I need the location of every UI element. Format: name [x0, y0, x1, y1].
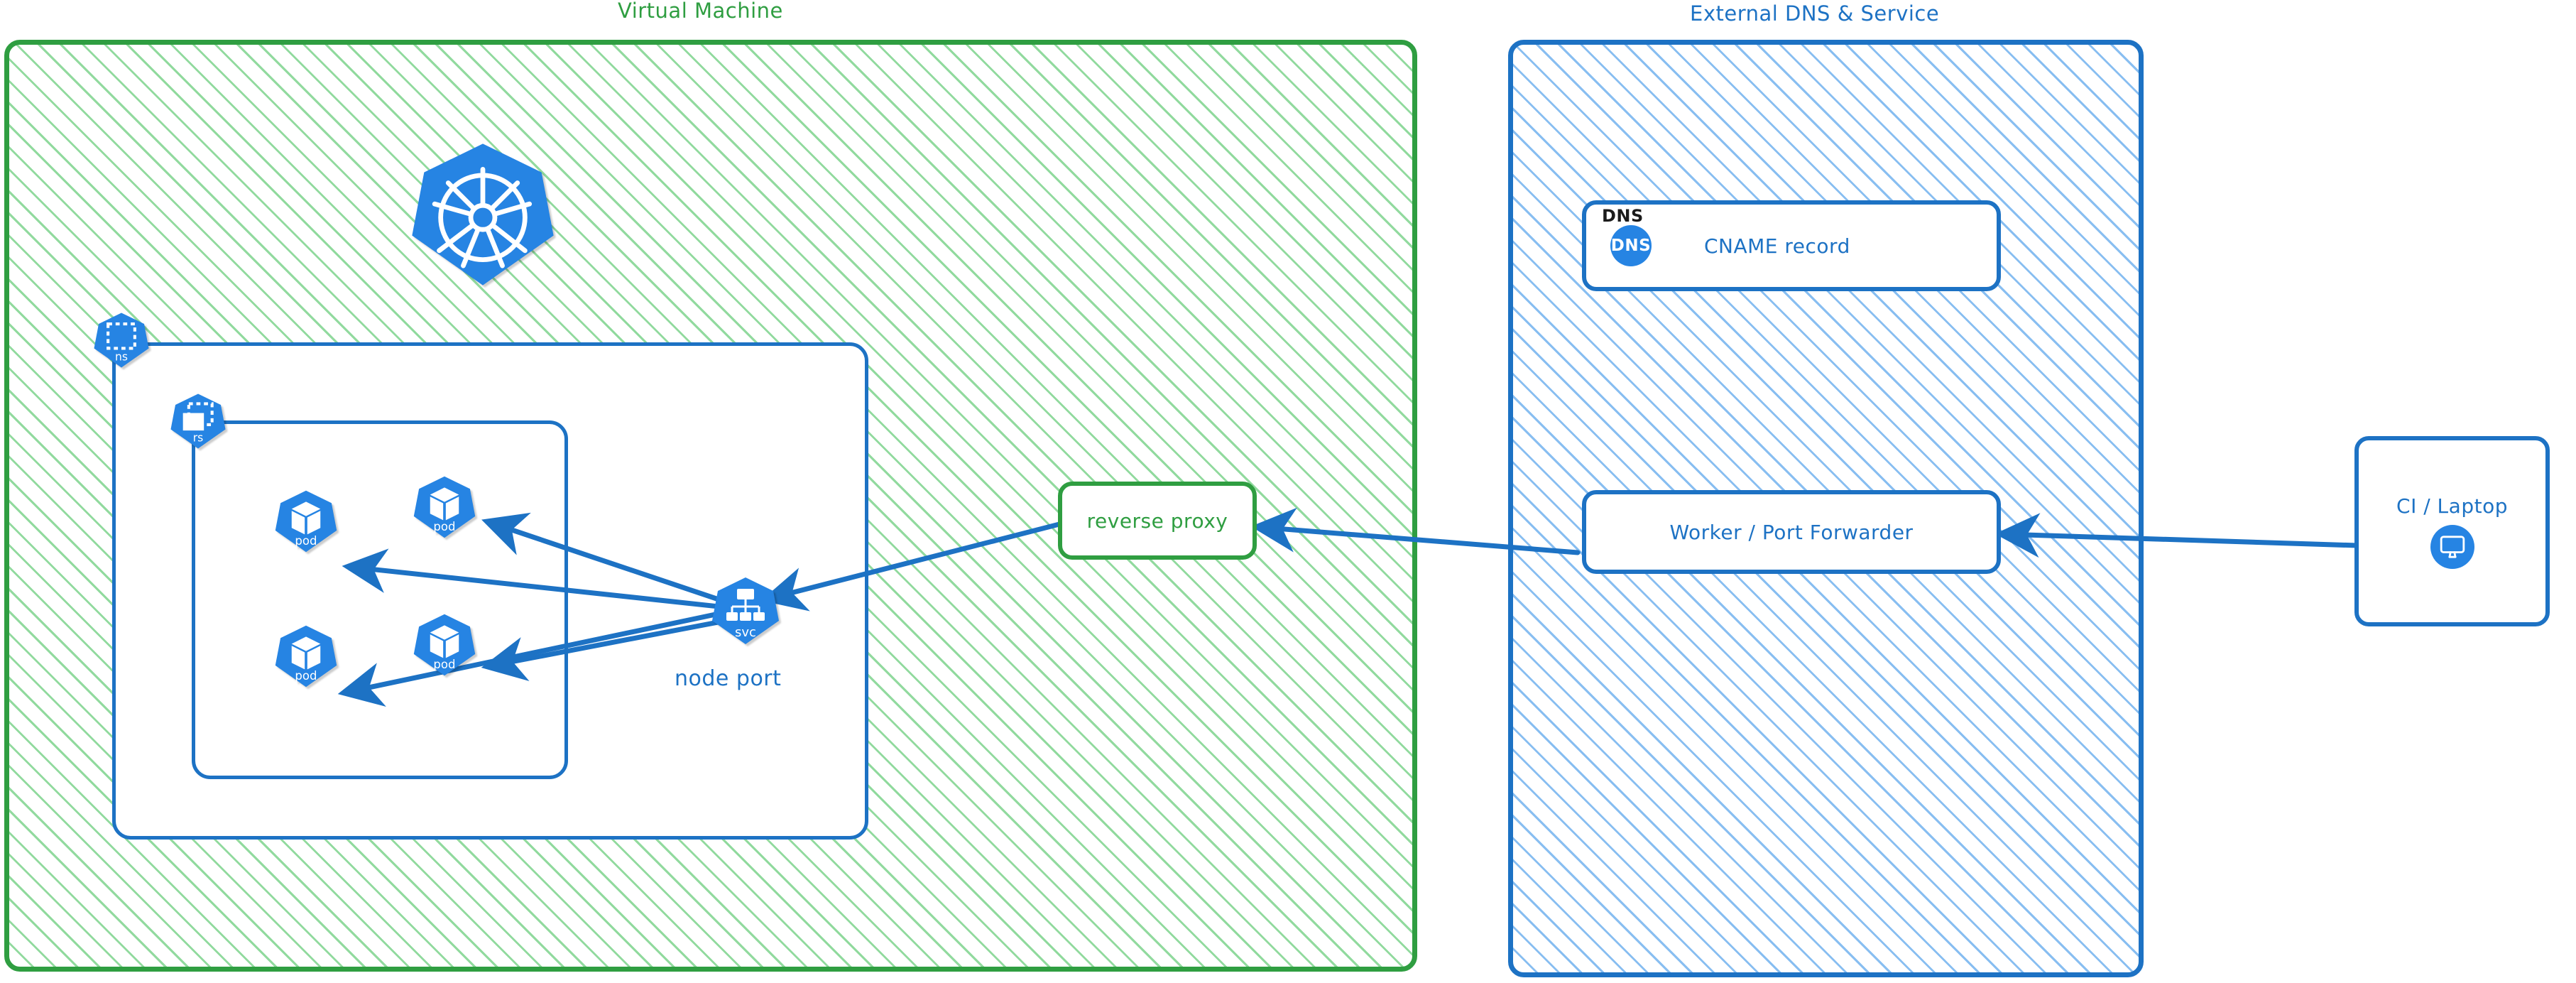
- dns-cname-card[interactable]: DNS CNAME record: [1582, 200, 2001, 291]
- cname-record-label: CNAME record: [1704, 234, 1850, 258]
- replicaset-icon: rs: [169, 392, 227, 450]
- dns-circle-badge: DNS: [1610, 225, 1652, 266]
- replicaset-container: [192, 420, 568, 779]
- pod-icon-1: pod: [273, 489, 339, 554]
- kubernetes-logo-icon: [408, 139, 558, 290]
- node-port-caption: node port: [675, 666, 782, 691]
- reverse-proxy-node[interactable]: reverse proxy: [1058, 482, 1257, 560]
- worker-label: Worker / Port Forwarder: [1669, 520, 1914, 544]
- replicaset-badge-text: rs: [193, 432, 204, 445]
- service-icon: svc: [710, 575, 781, 646]
- ci-laptop-node[interactable]: CI / Laptop: [2354, 436, 2550, 626]
- reverse-proxy-label: reverse proxy: [1086, 509, 1228, 533]
- worker-port-forwarder-node[interactable]: Worker / Port Forwarder: [1582, 490, 2001, 574]
- namespace-icon: ns: [92, 311, 151, 369]
- desktop-monitor-icon: [2430, 524, 2474, 569]
- pod-badge-text-1: pod: [295, 534, 317, 548]
- dns-badge-text: DNS: [1610, 237, 1652, 255]
- pod-icon-4: pod: [412, 612, 477, 678]
- pod-icon-3: pod: [273, 624, 339, 689]
- zone-title-virtual-machine: Virtual Machine: [618, 0, 783, 23]
- namespace-badge-text: ns: [115, 351, 128, 364]
- dns-card-tag: DNS: [1602, 206, 1644, 226]
- pod-badge-text-4: pod: [433, 658, 455, 671]
- service-badge-text: svc: [735, 625, 756, 640]
- pod-icon-2: pod: [412, 474, 477, 540]
- zone-title-external-dns-service: External DNS & Service: [1690, 1, 1940, 26]
- ci-laptop-label: CI / Laptop: [2396, 494, 2508, 518]
- pod-badge-text-3: pod: [295, 669, 317, 683]
- pod-badge-text-2: pod: [433, 520, 455, 533]
